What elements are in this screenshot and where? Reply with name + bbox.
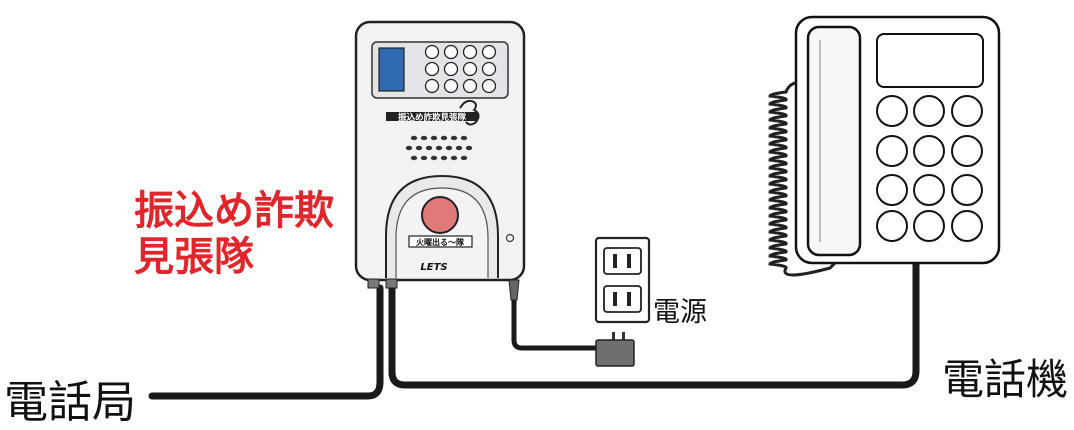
speaker-hole bbox=[410, 155, 418, 161]
socket-upper bbox=[603, 247, 642, 275]
telephone-office-label: 電話局 bbox=[4, 377, 136, 428]
socket-lower bbox=[603, 285, 642, 313]
product-name-line2: 見張隊 bbox=[134, 234, 254, 280]
speaker-hole bbox=[455, 145, 463, 151]
keypad-key[interactable] bbox=[951, 95, 983, 127]
speaker-grille bbox=[405, 135, 473, 161]
adapter-prong-right bbox=[622, 332, 625, 342]
phone-display bbox=[876, 33, 984, 88]
jack-left bbox=[367, 278, 380, 289]
keypad-key[interactable] bbox=[913, 135, 945, 167]
control-button[interactable] bbox=[443, 61, 459, 77]
speaker-hole bbox=[440, 135, 448, 141]
ac-adapter bbox=[595, 332, 635, 367]
speaker-hole bbox=[425, 145, 433, 151]
button-label-plate bbox=[408, 235, 473, 248]
product-name-line1: 振込め詐欺 bbox=[134, 188, 334, 234]
keypad-key[interactable] bbox=[951, 135, 983, 167]
logo-text-bar bbox=[386, 112, 478, 121]
socket-lower-slot-left bbox=[613, 292, 617, 306]
mascot-icon bbox=[459, 99, 480, 126]
keypad bbox=[876, 95, 983, 242]
control-button[interactable] bbox=[481, 78, 497, 94]
scam-watch-device: 振込め詐欺見張隊 火曜出る〜隊 LETS bbox=[354, 20, 526, 301]
speaker-hole bbox=[415, 145, 423, 151]
cables bbox=[148, 254, 920, 400]
alarm-button-housing: 火曜出る〜隊 LETS bbox=[385, 174, 499, 278]
telephone bbox=[768, 15, 1001, 277]
keypad-key[interactable] bbox=[951, 174, 983, 206]
speaker-hole bbox=[440, 155, 448, 161]
coiled-cord bbox=[768, 80, 838, 277]
speaker-hole bbox=[410, 135, 418, 141]
adapter-body bbox=[595, 339, 635, 367]
control-button[interactable] bbox=[462, 78, 478, 94]
connection-diagram: 振込め詐欺見張隊 火曜出る〜隊 LETS bbox=[148, 15, 1001, 400]
power-label: 電源 bbox=[653, 297, 707, 328]
keypad-key[interactable] bbox=[876, 210, 908, 242]
handset bbox=[806, 25, 862, 257]
speaker-hole bbox=[450, 135, 458, 141]
cable-to-telephone bbox=[388, 254, 920, 389]
socket-lower-slot-right bbox=[627, 292, 631, 306]
speaker-hole bbox=[435, 145, 443, 151]
alarm-button[interactable] bbox=[421, 196, 459, 234]
control-button[interactable] bbox=[443, 78, 459, 94]
jack-right bbox=[385, 278, 398, 289]
control-button[interactable] bbox=[462, 44, 478, 60]
control-button[interactable] bbox=[443, 44, 459, 60]
keypad-key[interactable] bbox=[913, 210, 945, 242]
speaker-hole bbox=[445, 145, 453, 151]
cable-power bbox=[511, 297, 601, 351]
control-button[interactable] bbox=[481, 61, 497, 77]
speaker-hole bbox=[405, 145, 413, 151]
keypad-key[interactable] bbox=[913, 95, 945, 127]
speaker-hole bbox=[460, 155, 468, 161]
power-jack bbox=[508, 279, 520, 301]
keypad-key[interactable] bbox=[951, 210, 983, 242]
speaker-hole bbox=[450, 155, 458, 161]
brand-logo: LETS bbox=[420, 262, 447, 273]
socket-upper-slot-left bbox=[613, 254, 617, 268]
telephone-label: 電話機 bbox=[942, 355, 1069, 404]
speaker-hole bbox=[420, 155, 428, 161]
control-buttons bbox=[424, 44, 497, 94]
speaker-hole bbox=[460, 135, 468, 141]
speaker-hole bbox=[420, 135, 428, 141]
button-label: 火曜出る〜隊 bbox=[416, 237, 465, 247]
speaker-hole bbox=[465, 145, 473, 151]
speaker-hole bbox=[430, 155, 438, 161]
control-button[interactable] bbox=[424, 44, 440, 60]
device-logo: 振込め詐欺見張隊 bbox=[386, 99, 480, 126]
control-button[interactable] bbox=[424, 61, 440, 77]
product-name-label: 振込め詐欺 見張隊 bbox=[134, 188, 334, 280]
display-screen bbox=[378, 47, 405, 92]
logo-text: 振込め詐欺見張隊 bbox=[398, 112, 467, 123]
keypad-key[interactable] bbox=[913, 174, 945, 206]
keypad-key[interactable] bbox=[876, 95, 908, 127]
control-button[interactable] bbox=[481, 44, 497, 60]
control-button[interactable] bbox=[462, 61, 478, 77]
cable-telephone-office bbox=[148, 284, 384, 400]
socket-upper-slot-right bbox=[627, 254, 631, 268]
keypad-key[interactable] bbox=[876, 174, 908, 206]
adapter-prong-left bbox=[612, 332, 615, 342]
keypad-key[interactable] bbox=[876, 135, 908, 167]
speaker-hole bbox=[430, 135, 438, 141]
indicator-led bbox=[505, 233, 515, 243]
control-button[interactable] bbox=[424, 78, 440, 94]
wall-outlet bbox=[594, 236, 651, 324]
